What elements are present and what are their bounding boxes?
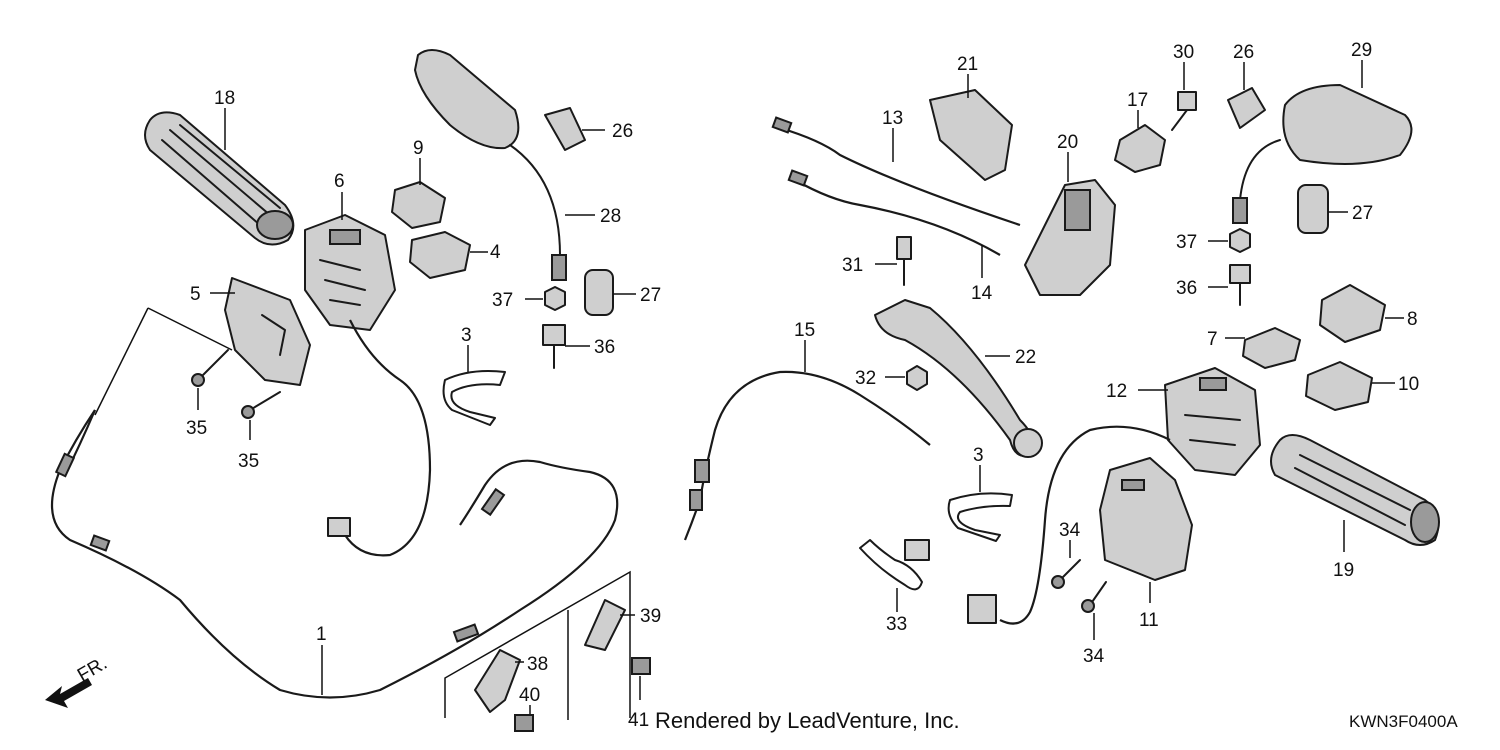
cover-11-part[interactable] [1099, 457, 1193, 581]
callout-27a: 27 [640, 285, 661, 306]
bolt-36-right-part[interactable] [1229, 264, 1251, 306]
callout-13: 13 [882, 108, 903, 129]
callout-37b: 37 [1176, 232, 1197, 253]
switch-4-part[interactable] [409, 231, 471, 279]
callout-30: 30 [1173, 42, 1194, 63]
bolt-40-part[interactable] [514, 714, 534, 732]
callout-38: 38 [527, 654, 548, 675]
callout-29: 29 [1351, 40, 1372, 61]
callout-20: 20 [1057, 132, 1078, 153]
callout-4: 4 [490, 242, 501, 263]
wire-13-part[interactable] [771, 116, 1021, 227]
nut-26-left-part[interactable] [544, 107, 586, 151]
screw-34b-part[interactable] [1081, 581, 1107, 613]
callout-40: 40 [519, 685, 540, 706]
callout-7: 7 [1207, 329, 1218, 350]
screw-35a-part[interactable] [191, 349, 229, 387]
callout-19: 19 [1333, 560, 1354, 581]
pin-31-part[interactable] [896, 236, 912, 286]
diagram-code: KWN3F0400A [1349, 712, 1458, 731]
callout-22: 22 [1015, 347, 1036, 368]
callout-15: 15 [794, 320, 815, 341]
callout-21: 21 [957, 54, 978, 75]
switch-housing-right-part[interactable] [1164, 367, 1261, 476]
callout-35b: 35 [238, 451, 259, 472]
bolt-36-left-part[interactable] [542, 324, 566, 369]
nut-32-part[interactable] [906, 365, 928, 391]
cover-21-part[interactable] [929, 89, 1013, 181]
switch-7-part[interactable] [1242, 327, 1301, 369]
callout-34b: 34 [1083, 646, 1105, 667]
callout-3a: 3 [461, 325, 472, 346]
callout-12: 12 [1106, 381, 1127, 402]
cap-27-left-part[interactable] [584, 269, 614, 316]
svg-text:FR.: FR. [74, 653, 111, 686]
callout-27b: 27 [1352, 203, 1373, 224]
grip-right-part[interactable] [1270, 434, 1440, 546]
switch-9-part[interactable] [391, 181, 446, 229]
mirror-right-part[interactable] [1232, 84, 1413, 224]
band-3-left-part[interactable] [442, 370, 506, 426]
callout-3b: 3 [973, 445, 984, 466]
switch-10-part[interactable] [1305, 361, 1373, 411]
front-direction-arrow: FR. [45, 653, 111, 708]
callout-31: 31 [842, 255, 863, 276]
cover-5-part[interactable] [224, 277, 311, 386]
callout-37a: 37 [492, 290, 513, 311]
lever-22-part[interactable] [874, 299, 1043, 458]
credit-text: Rendered by LeadVenture, Inc. [655, 708, 960, 733]
callout-33: 33 [886, 614, 907, 635]
callout-26b: 26 [1233, 42, 1254, 63]
band-3-right-part[interactable] [947, 492, 1013, 542]
bolt-30-part[interactable] [1171, 91, 1197, 131]
switch-8-part[interactable] [1319, 284, 1386, 343]
callout-32: 32 [855, 368, 876, 389]
cap-27-right-part[interactable] [1297, 184, 1329, 234]
master-cylinder-20-part[interactable] [1024, 179, 1116, 296]
callout-8: 8 [1407, 309, 1418, 330]
callout-34a: 34 [1059, 520, 1081, 541]
holder-17-part[interactable] [1114, 124, 1166, 173]
callout-35a: 35 [186, 418, 207, 439]
bolt-41-part[interactable] [631, 657, 651, 675]
screw-34a-part[interactable] [1051, 559, 1081, 589]
nut-37-right-part[interactable] [1229, 228, 1251, 253]
connector-right-part[interactable] [967, 594, 997, 624]
callout-10: 10 [1398, 374, 1419, 395]
callout-26a: 26 [612, 121, 633, 142]
nut-37-left-part[interactable] [544, 286, 566, 311]
switch-housing-left-part[interactable] [304, 214, 396, 331]
nut-26-right-part[interactable] [1227, 87, 1266, 129]
callout-11: 11 [1139, 610, 1159, 631]
clamp-39-part[interactable] [584, 599, 626, 651]
clamp-38-part[interactable] [474, 649, 521, 713]
callout-14: 14 [971, 283, 993, 304]
callout-28: 28 [600, 206, 621, 227]
grip-left-part[interactable] [144, 111, 295, 246]
callout-1: 1 [316, 624, 327, 645]
screw-35b-part[interactable] [241, 391, 281, 419]
callout-18: 18 [214, 88, 235, 109]
callout-39: 39 [640, 606, 661, 627]
callout-6: 6 [334, 171, 345, 192]
callout-36a: 36 [594, 337, 615, 358]
connector-left-part[interactable] [327, 517, 351, 537]
callout-5: 5 [190, 284, 201, 305]
callout-41: 41 [628, 710, 649, 731]
callout-9: 9 [413, 138, 424, 159]
mirror-left-part[interactable] [414, 49, 567, 281]
clamp-33-part[interactable] [859, 539, 930, 591]
wire-14-part[interactable] [787, 169, 1001, 256]
cable-15-part[interactable] [683, 370, 931, 541]
callout-17: 17 [1127, 90, 1148, 111]
callout-36b: 36 [1176, 278, 1197, 299]
